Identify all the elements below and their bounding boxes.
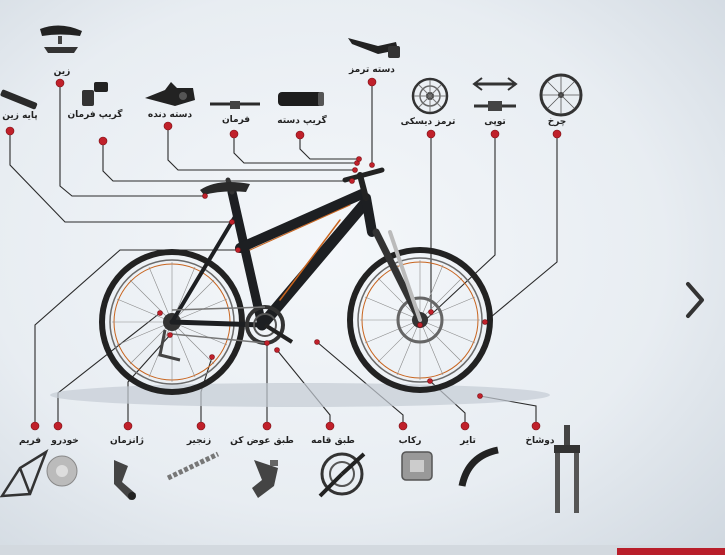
part-markers xyxy=(5,77,562,431)
label-disc-brake: ترمز دیسکی xyxy=(401,117,456,127)
wheel-icon xyxy=(539,73,583,117)
label-chainring-changer: طبق عوض کن xyxy=(230,436,294,446)
crankset-icon xyxy=(318,452,366,498)
derailleur-icon xyxy=(114,460,136,500)
hub-icon xyxy=(472,77,518,111)
label-saddle: زین xyxy=(54,67,71,77)
label-frame: فریم xyxy=(19,436,41,446)
front-derailleur-icon xyxy=(252,460,278,498)
screen-bottom-edge xyxy=(0,545,725,555)
disc-brake-icon xyxy=(411,77,449,115)
label-derailleur: ژانزمان xyxy=(110,436,144,446)
label-chain: زنجیر xyxy=(186,436,211,446)
label-wheel: چرخ xyxy=(548,117,567,127)
label-derailleur-hanger: خودرو xyxy=(50,436,79,446)
label-hub: توپی xyxy=(484,117,506,127)
part-labels: پایه زین زین گریپ فرمان دسته دنده فرمان … xyxy=(2,65,566,446)
label-crankset: طبق قامه xyxy=(311,436,355,446)
shifter-icon xyxy=(145,82,195,106)
derailleur-hanger-icon xyxy=(46,455,78,487)
chevron-right-icon[interactable] xyxy=(680,278,710,322)
saddle-part xyxy=(200,182,250,195)
label-tire: تایر xyxy=(459,436,476,446)
label-shifter: دسته دنده xyxy=(148,110,193,120)
label-pedal: رکاب xyxy=(399,436,422,446)
chain-icon xyxy=(166,451,220,481)
tire-icon xyxy=(458,446,499,487)
label-brake-lever: دسته ترمز xyxy=(348,65,395,75)
bicycle xyxy=(50,167,550,407)
label-handlebar-grip: گریپ فرمان xyxy=(68,108,124,120)
leader-lines xyxy=(9,82,558,423)
seat-post-icon xyxy=(0,89,38,110)
handlebar-grip-icon xyxy=(82,82,108,106)
frame-icon xyxy=(0,449,49,498)
label-grip: گریپ دسته xyxy=(277,114,327,126)
brake-lever-icon xyxy=(348,38,400,58)
label-seat-post: پایه زین xyxy=(2,111,37,121)
handlebar-icon xyxy=(210,101,260,109)
saddle-icon xyxy=(40,25,82,53)
taskbar-corner xyxy=(617,548,725,555)
label-handlebar: فرمان xyxy=(222,115,250,125)
fork-icon xyxy=(554,425,580,513)
pedal-icon xyxy=(401,451,433,481)
grip-icon xyxy=(278,92,324,106)
label-fork: دوشاخ xyxy=(526,436,555,446)
